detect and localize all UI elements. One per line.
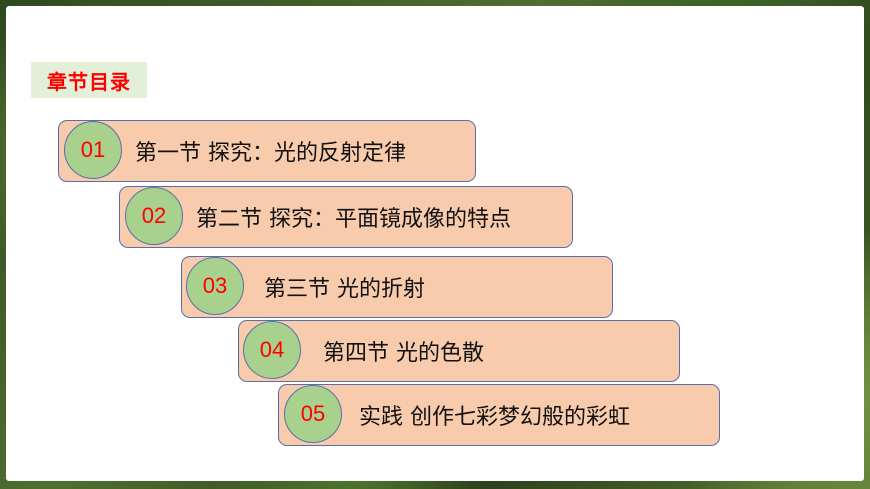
number-badge: 05 [284,385,342,443]
toc-item-2[interactable]: 02 第二节 探究：平面镜成像的特点 [119,186,573,248]
heading-text: 章节目录 [47,69,131,94]
number-badge: 03 [186,257,244,315]
item-number: 05 [300,401,326,426]
item-number: 02 [141,203,167,228]
item-title: 第四节 光的色散 [323,341,484,366]
item-title: 第一节 探究：光的反射定律 [135,141,406,166]
slide: 章节目录 01 第一节 探究：光的反射定律 02 第二节 探究：平面镜成像的特点… [6,6,864,481]
number-badge: 01 [64,121,122,179]
number-badge: 04 [243,321,301,379]
toc-item-5[interactable]: 05 实践 创作七彩梦幻般的彩虹 [278,384,720,446]
heading-box: 章节目录 [31,62,147,98]
toc-item-3[interactable]: 03 第三节 光的折射 [181,256,613,318]
item-title: 实践 创作七彩梦幻般的彩虹 [359,405,630,430]
item-title: 第三节 光的折射 [264,277,425,302]
item-title: 第二节 探究：平面镜成像的特点 [196,207,511,232]
toc-item-4[interactable]: 04 第四节 光的色散 [238,320,680,382]
item-number: 01 [80,137,106,162]
item-number: 03 [202,273,228,298]
toc-item-1[interactable]: 01 第一节 探究：光的反射定律 [58,120,476,182]
number-badge: 02 [125,187,183,245]
item-number: 04 [259,337,285,362]
